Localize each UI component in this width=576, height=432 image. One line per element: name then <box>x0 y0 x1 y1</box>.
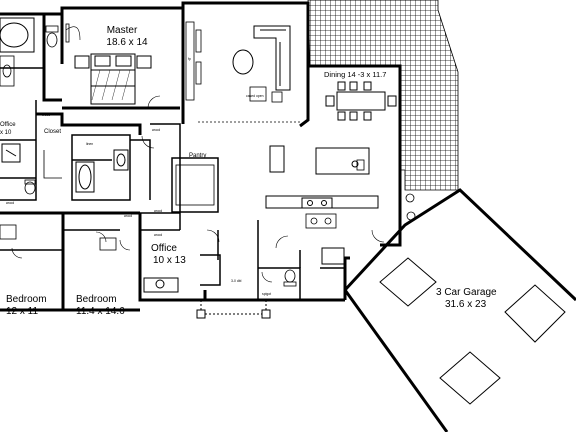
note-spigot: spigot <box>262 292 271 296</box>
master-name: Master <box>107 25 138 36</box>
note-fp: fp <box>188 57 191 61</box>
door-swings <box>11 95 385 283</box>
note-cased-open: cased open <box>246 94 264 98</box>
door-swing-master <box>65 26 81 41</box>
office-left-size: x 10 <box>0 130 12 136</box>
front-porch <box>196 300 271 319</box>
office-size: 10 x 13 <box>153 255 186 266</box>
kitchen-counter <box>265 195 379 209</box>
refrigerator <box>269 145 285 173</box>
coffee-table <box>232 49 254 75</box>
office-left-label: Office <box>0 122 16 128</box>
dining-table <box>325 81 397 121</box>
dining-label: Dining 14 -3 x 11.7 <box>324 70 386 79</box>
note-linen: linen <box>86 142 93 146</box>
vanity <box>0 55 15 87</box>
note-wood-2: wood <box>152 128 160 132</box>
hall-bath-toilet <box>24 179 36 195</box>
note-door: 3-0 dbl <box>231 279 242 283</box>
hall-bath-tub <box>75 161 95 193</box>
lounge-chair <box>249 86 283 103</box>
garage-doors <box>379 257 566 405</box>
oven-range <box>305 213 337 229</box>
hall-bath-vanity <box>113 149 129 171</box>
garage-size: 31.6 x 23 <box>445 299 487 310</box>
note-wood-1: wood <box>42 113 50 117</box>
closet-rod <box>43 150 62 179</box>
guest-toilet <box>283 269 297 287</box>
water-heater <box>406 211 416 221</box>
garage-step <box>404 189 461 226</box>
bedroom2-nightstand <box>99 237 117 251</box>
master-size: 18.6 x 14 <box>106 37 148 48</box>
bedroom1-name: Bedroom <box>6 294 47 305</box>
bedroom1-size: 12 x 11 <box>6 306 38 317</box>
pantry-shelving <box>175 164 215 206</box>
roof-hatch <box>307 0 459 191</box>
garage-name: 3 Car Garage <box>436 287 497 298</box>
kitchen-island <box>315 147 370 175</box>
island-sink <box>356 159 365 171</box>
office-left-desk <box>1 143 21 163</box>
furnace <box>405 193 415 203</box>
toilet <box>45 25 59 48</box>
bedroom2-name: Bedroom <box>76 294 117 305</box>
bedroom2-size: 11.4 x 14.6 <box>76 306 125 317</box>
master-dresser <box>65 23 70 43</box>
closet-label: Closet <box>44 129 61 135</box>
interior-walls <box>0 67 345 300</box>
office-desk <box>143 277 179 293</box>
master-bed <box>74 53 152 105</box>
bedroom1-nightstand <box>0 224 17 240</box>
note-wood-3: wood <box>154 209 162 213</box>
office-name: Office <box>151 243 177 254</box>
pantry-label: Pantry <box>189 153 206 159</box>
sectional-sofa <box>253 25 291 91</box>
note-wood-5: wood <box>6 201 14 205</box>
laundry-counter <box>321 247 345 265</box>
note-wood-4: wood <box>154 233 162 237</box>
note-wood-6: wood <box>124 214 132 218</box>
bathtub <box>0 17 35 53</box>
fireplace-tv <box>185 21 202 101</box>
